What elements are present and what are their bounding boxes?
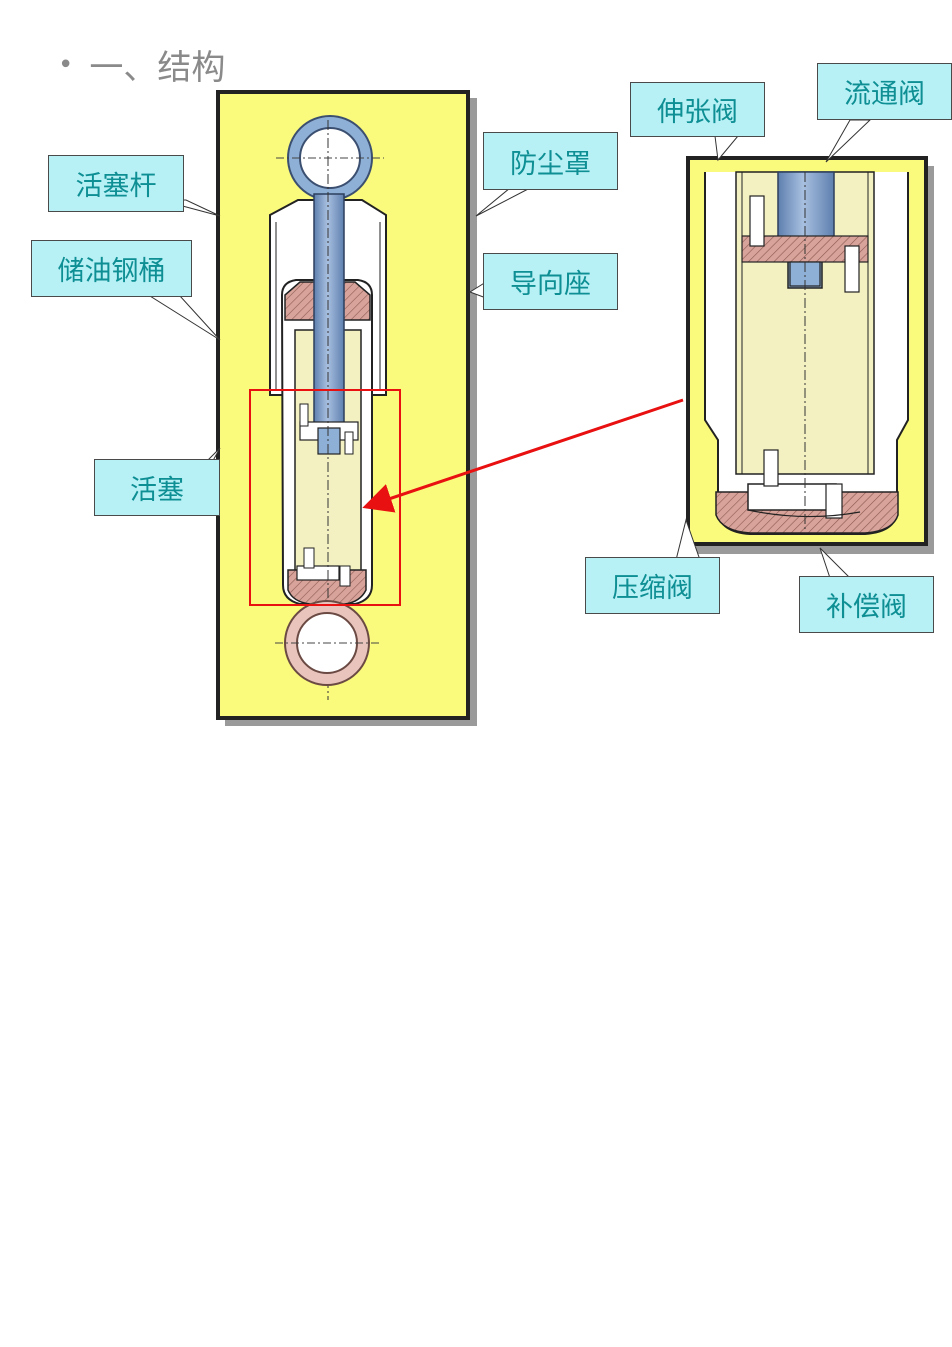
label-oil-reservoir: 储油钢桶 <box>31 240 192 297</box>
callout-pointers <box>148 119 872 579</box>
label-rebound-valve: 伸张阀 <box>630 82 765 137</box>
section-title: 一、结构 <box>89 48 226 88</box>
label-flow-valve: 流通阀 <box>817 63 952 120</box>
section-heading: • 一、结构 <box>58 40 225 89</box>
label-compensation-valve: 补偿阀 <box>799 576 934 633</box>
zoom-arrow <box>362 398 684 513</box>
label-guide-seat: 导向座 <box>483 253 618 310</box>
label-dust-cover: 防尘罩 <box>483 132 618 190</box>
zoom-highlight-box <box>249 389 401 606</box>
label-piston: 活塞 <box>94 459 220 516</box>
detail-panel <box>686 156 934 554</box>
label-compression-valve: 压缩阀 <box>585 557 720 614</box>
label-piston-rod: 活塞杆 <box>48 155 184 212</box>
main-panel <box>216 90 477 726</box>
bullet-icon: • <box>58 49 74 80</box>
